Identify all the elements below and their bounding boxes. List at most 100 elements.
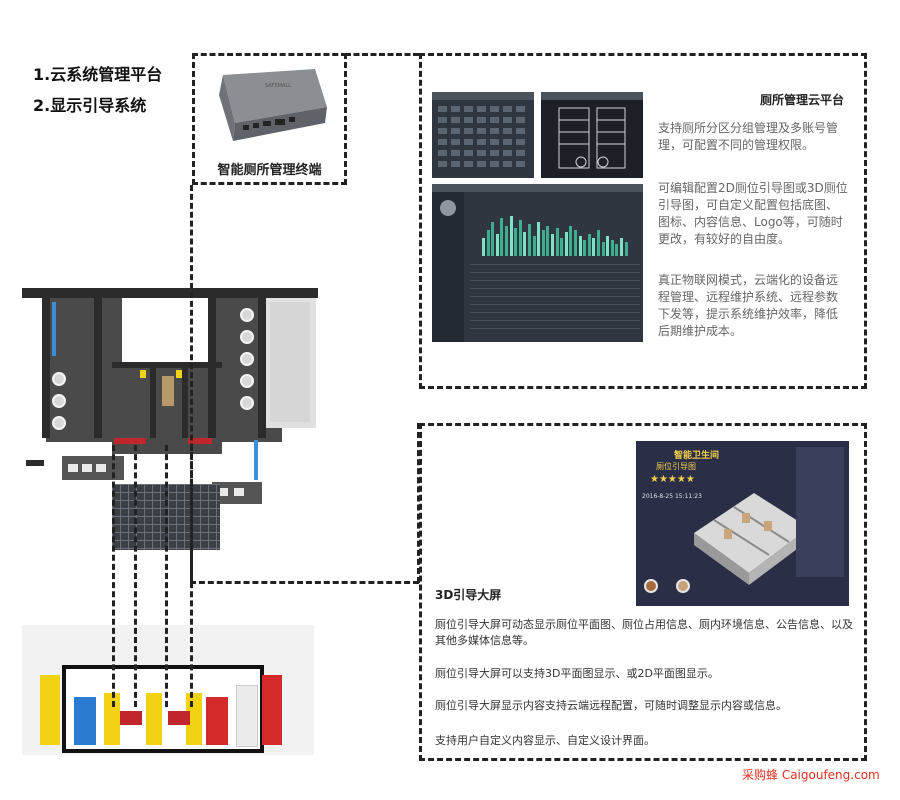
dashboard-bar [597,230,600,256]
screen-avatar-2 [676,579,690,593]
dashboard-bar [495,234,499,256]
screen-stars: ★★★★★ [650,474,695,485]
bottom-plan [22,625,314,755]
dashboard-bar [541,230,545,256]
floor-plan [22,288,318,553]
connector-to-screen [190,581,419,584]
dashboard-row [470,272,640,273]
guide-screen-image: 智能卫生间 厕位引导图 ★★★★★ 2016-8-25 15:11:23 [636,441,849,606]
dashboard-bar [606,236,610,256]
screen-paragraph-2: 厕位引导大屏可以支持3D平面图显示、或2D平面图显示。 [435,667,719,680]
cloud-platform-title: 厕所管理云平台 [760,93,845,107]
screen-subline: 厕位引导图 [656,462,696,471]
dashboard-bar [578,236,582,256]
dashboard-bar [537,222,541,256]
guide-screen-frame [419,423,867,761]
grid-cell [464,106,473,112]
grid-cell [490,139,499,145]
cloud-platform-frame [419,53,867,389]
dashboard-bar [610,240,614,256]
device-logo-text: SAFEMALL [265,83,291,89]
guide-screen-title: 3D引导大屏 [435,588,502,602]
dashboard-bar [518,220,522,256]
grid-cell [477,106,486,112]
dashboard-bar [523,232,527,256]
grid-cell [490,117,499,123]
grid-cell [451,106,460,112]
dashboard-bar [486,230,490,256]
screen-datetime: 2016-8-25 15:11:23 [642,493,702,500]
dashboard-bar [583,240,587,256]
dashed-drop-2 [134,445,137,707]
grid-cell [438,128,447,134]
screen-avatar-1 [644,579,658,593]
grid-cell [464,128,473,134]
grid-cell [464,139,473,145]
dashboard-bar [624,242,628,256]
screenshot-grid-ui [432,92,534,178]
dashboard-bar [564,232,568,256]
grid-cell [477,150,486,156]
cloud-paragraph-1: 支持厕所分区分组管理及多账号管理，可配置不同的管理权限。 [658,121,839,152]
grid-cell [477,128,486,134]
grid-cell [490,150,499,156]
grid-cell [503,117,512,123]
platform-item-2: 2.显示引导系统 [33,96,147,115]
dashboard-bar [569,226,573,256]
dashboard-bar [601,242,605,256]
dashboard-bar [514,228,518,256]
screen-headline: 智能卫生间 [674,451,720,461]
grid-cell [516,161,525,167]
grid-cell [503,106,512,112]
screen-paragraph-1: 厕位引导大屏可动态显示厕位平面图、厕位占用信息、厕内环境信息、公告信息、以及其他… [435,618,853,647]
dashboard-bar [592,238,596,256]
cloud-paragraph-3: 真正物联网模式，云端化的设备远程管理、远程维护系统、远程参数下发等，提示系统维护… [658,273,839,338]
dashboard-bar [546,226,550,256]
dashboard-row [470,304,640,305]
grid-cell [477,139,486,145]
grid-cell [464,150,473,156]
cloud-paragraph-2: 可编辑配置2D厕位引导图或3D厕位引导图，可自定义配置包括底图、图标、内容信息、… [658,181,848,246]
device-image: SAFEMALL [205,65,330,150]
dashboard-row [470,296,640,297]
screenshot-dashboard-ui [432,184,643,342]
platform-item-1: 1.云系统管理平台 [33,65,163,84]
grid-cell [438,106,447,112]
device-caption: 智能厕所管理终端 [217,163,322,178]
dashboard-bar [528,224,531,256]
dashboard-bar [482,238,485,256]
screen-paragraph-3: 厕位引导大屏显示内容支持云端远程配置，可随时调整显示内容或信息。 [435,699,787,712]
grid-cell [438,139,447,145]
grid-cell [451,161,460,167]
dashboard-row [470,312,640,313]
dashboard-bar [620,238,623,256]
dashboard-bar [505,226,508,256]
connector-device-down [190,185,193,583]
dashboard-bar [615,244,619,256]
dashboard-bar [555,228,559,256]
grid-cell [477,161,486,167]
watermark: 采购蜂 Caigoufeng.com [742,768,880,782]
dashboard-bar [500,218,504,256]
screenshot-floorplan-ui [541,92,643,178]
grid-cell [438,161,447,167]
dashboard-bar [560,238,564,256]
grid-cell [516,117,525,123]
grid-cell [503,150,512,156]
grid-cell [464,117,473,123]
dashboard-bar [587,234,591,256]
dashboard-bar [532,236,536,256]
grid-cell [503,128,512,134]
grid-cell [451,128,460,134]
grid-cell [503,161,512,167]
dashboard-row [470,320,640,321]
grid-cell [451,117,460,123]
grid-cell [516,150,525,156]
grid-cell [477,117,486,123]
grid-cell [516,106,525,112]
screen-paragraph-4: 支持用户自定义内容显示、自定义设计界面。 [435,734,655,747]
device-frame [192,53,347,185]
dashboard-row [470,280,640,281]
dashed-drop-3 [165,445,168,707]
grid-cell [516,128,525,134]
